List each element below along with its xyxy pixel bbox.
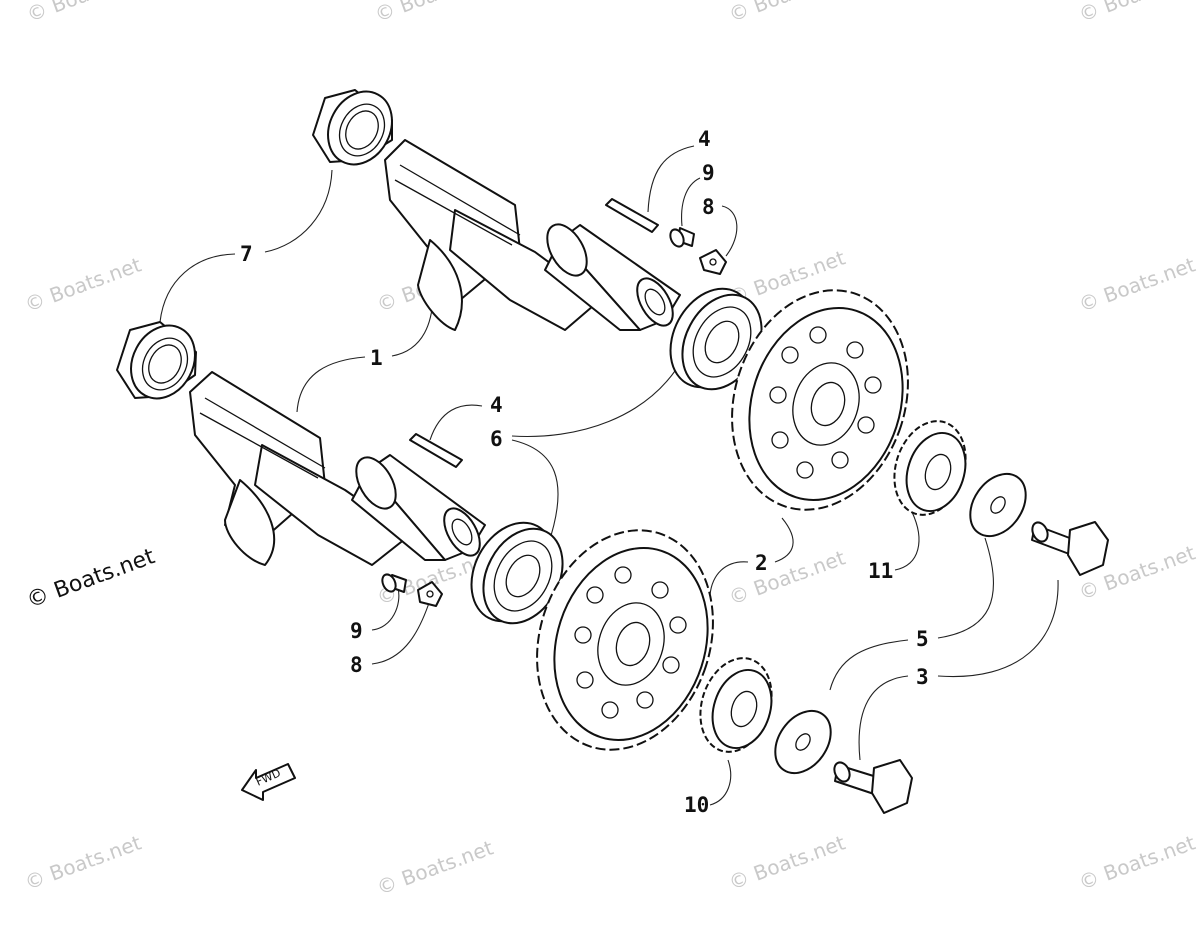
watermark: © Boats.net [372, 0, 495, 27]
callout-9-lower: 9 [350, 619, 363, 643]
callout-1: 1 [370, 346, 383, 370]
watermark: © Boats.net [726, 0, 849, 27]
sprocket-gear-upper [893, 420, 967, 516]
callout-11: 11 [868, 559, 893, 583]
key-lower [409, 433, 463, 468]
leader-line [511, 439, 559, 546]
ball-bearing-lower [470, 521, 564, 625]
watermark: © Boats.net [1076, 252, 1199, 316]
watermark: © Boats.net [374, 835, 497, 899]
screw-lower [381, 573, 407, 593]
callout-4-lower: 4 [490, 393, 503, 417]
leader-line [774, 517, 794, 563]
camshaft-lower [189, 371, 486, 566]
callout-5: 5 [916, 627, 929, 651]
leader-line [511, 354, 686, 438]
bolt-upper [1031, 521, 1109, 576]
callout-labels: 7 1 4 9 8 4 6 2 11 9 8 5 3 10 [240, 127, 929, 817]
watermark: © Boats.net [726, 830, 849, 894]
roller-bearing-lower [116, 321, 197, 400]
callout-9-upper: 9 [702, 161, 715, 185]
leader-lines [159, 145, 1059, 806]
watermark: © Boats.net [22, 830, 145, 894]
sprocket-gear-lower [699, 657, 773, 753]
key-upper [605, 198, 659, 233]
leader-line [264, 169, 333, 253]
leader-line [709, 561, 749, 596]
leader-line [858, 675, 909, 761]
callout-8-lower: 8 [350, 653, 363, 677]
watermark: © Boats.net [1076, 0, 1199, 27]
leader-line [829, 639, 909, 691]
watermark: © Boats.net [24, 0, 147, 27]
watermark: © Boats.net [22, 252, 145, 316]
leader-line [681, 177, 701, 227]
leader-line [937, 579, 1059, 678]
roller-bearing-upper [312, 89, 393, 166]
leader-line [371, 599, 431, 665]
watermark-prominent: © Boats.net [24, 544, 159, 614]
leader-line [296, 356, 366, 413]
callout-10: 10 [684, 793, 709, 817]
leader-line [709, 759, 732, 806]
lock-tab-lower [417, 581, 443, 607]
watermark: © Boats.net [1076, 830, 1199, 894]
callout-8-upper: 8 [702, 195, 715, 219]
leader-line [159, 253, 236, 323]
camshaft-upper [384, 139, 681, 331]
leader-line [647, 145, 695, 213]
lock-tab-upper [699, 249, 727, 275]
fwd-direction-marker: FWD [241, 763, 296, 801]
callout-6: 6 [490, 427, 503, 451]
cam-gear-upper [731, 289, 909, 511]
leader-line [721, 205, 738, 257]
callout-3: 3 [916, 665, 929, 689]
callout-4-upper: 4 [698, 127, 711, 151]
arrow-left-icon [241, 763, 296, 801]
ball-bearing-upper [669, 287, 763, 391]
washer-lower [774, 709, 832, 775]
watermark-layer: © Boats.net © Boats.net © Boats.net © Bo… [22, 0, 1199, 900]
screw-upper [669, 227, 695, 248]
callout-7: 7 [240, 242, 253, 266]
leader-line [371, 587, 400, 631]
washer-upper [969, 472, 1027, 538]
leader-line [937, 537, 995, 639]
bolt-lower [833, 759, 913, 814]
cam-gear-lower [536, 529, 714, 751]
leader-line [894, 511, 920, 571]
leader-line [429, 404, 483, 441]
callout-2: 2 [755, 551, 768, 575]
